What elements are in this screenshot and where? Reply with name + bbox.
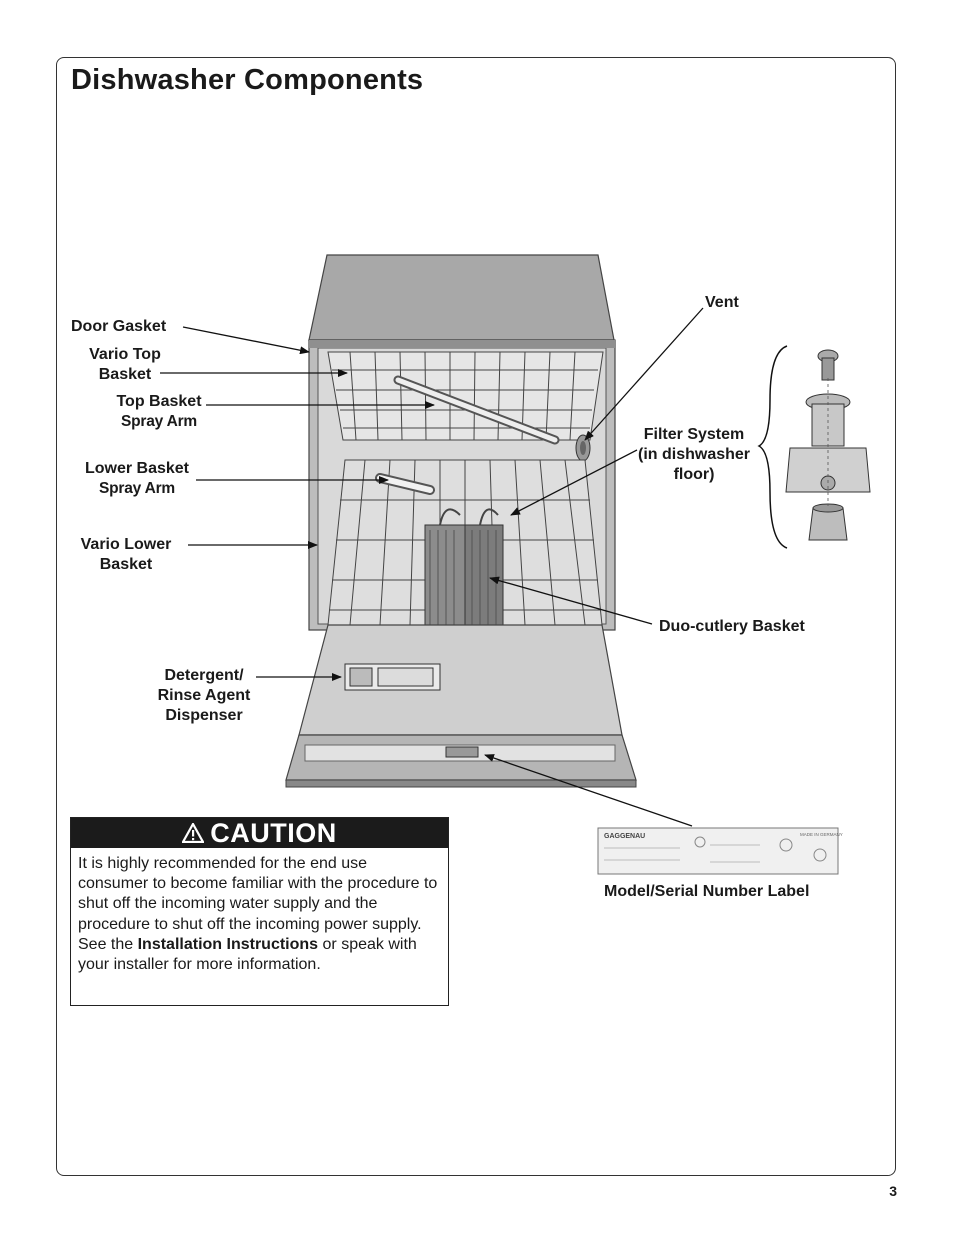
- caution-installation-instructions: Installation Instructions: [137, 935, 319, 953]
- rating-plate-made-in: MADE IN GERMANY: [800, 832, 843, 837]
- caution-heading-text: CAUTION: [210, 817, 337, 848]
- label-duo-cutlery-basket: Duo-cutlery Basket: [659, 618, 805, 635]
- rating-plate-brand: GAGGENAU: [604, 833, 645, 840]
- caution-body: It is highly recommended for the end use…: [71, 848, 448, 975]
- leader-lines: [160, 307, 704, 827]
- duo-cutlery-basket: [424, 508, 504, 641]
- label-model-serial-number: Model/Serial Number Label: [604, 883, 810, 900]
- caution-box: CAUTION It is highly recommended for the…: [70, 817, 449, 1006]
- caution-heading: CAUTION: [71, 818, 448, 848]
- label-lower-basket-spray-arm: Lower Basket Spray Arm: [84, 460, 190, 497]
- page-number: 3: [889, 1183, 897, 1199]
- page-title: Dishwasher Components: [71, 64, 424, 96]
- warning-triangle-icon: [182, 823, 205, 843]
- label-top-basket-spray-arm: Top Basket Spray Arm: [116, 393, 202, 430]
- caution-text-part-1: It is highly recommended for the end use…: [78, 855, 438, 953]
- label-filter-system: Filter System (in dishwasher floor): [637, 426, 751, 483]
- detergent-dispenser: [344, 663, 441, 691]
- filter-system-detail: [757, 345, 871, 549]
- label-vent: Vent: [705, 294, 739, 311]
- label-detergent-dispenser: Detergent/ Rinse Agent Dispenser: [157, 667, 251, 724]
- top-basket: [327, 351, 604, 445]
- rating-plate-image: GAGGENAU MADE IN GERMANY: [597, 827, 843, 875]
- open-door: [285, 624, 637, 788]
- label-door-gasket: Door Gasket: [71, 318, 167, 335]
- vent: [575, 434, 591, 462]
- label-vario-top-basket: Vario Top Basket: [89, 346, 161, 383]
- page-frame: [56, 57, 896, 1176]
- caution-text-part-2: or speak with your installer for more in…: [78, 935, 417, 974]
- label-vario-lower-basket: Vario Lower Basket: [80, 536, 172, 573]
